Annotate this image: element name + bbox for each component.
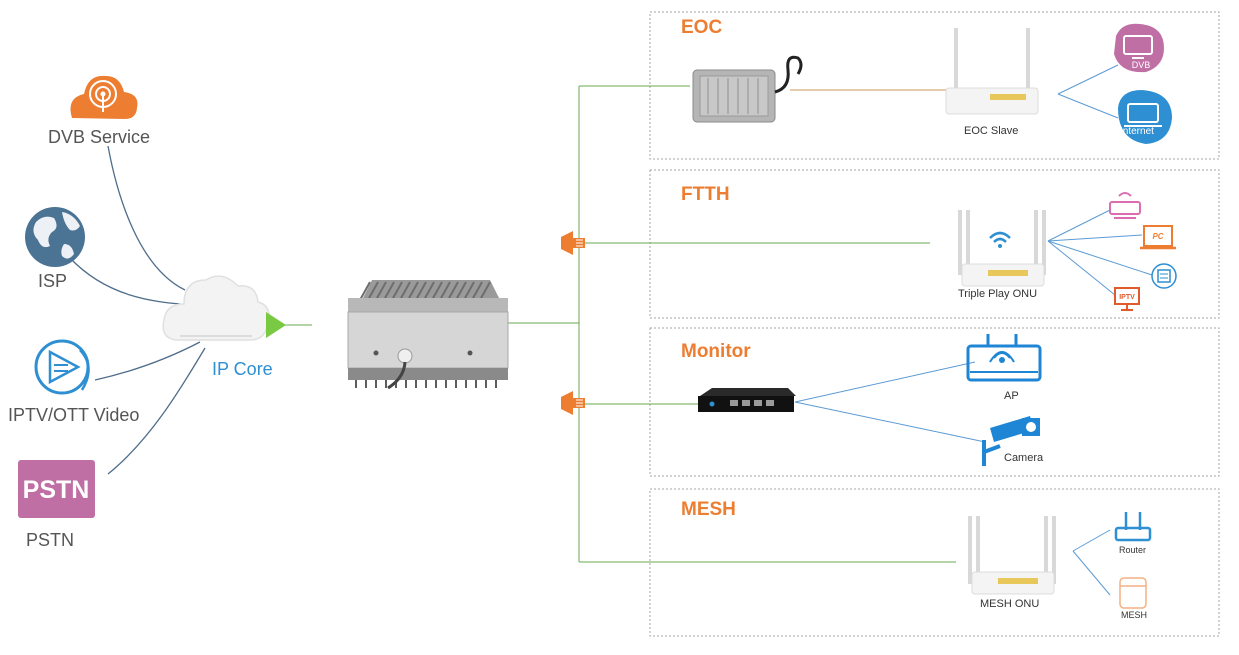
mesh-onu-router (968, 516, 1056, 595)
device-label-triple-play-onu: Triple Play ONU (958, 288, 1038, 300)
optical-node-device (347, 280, 509, 390)
globe-icon (25, 207, 85, 267)
switch-icon (698, 388, 796, 412)
section-title-mesh: MESH (681, 499, 736, 520)
laptop-icon (1140, 225, 1176, 250)
core-label: IP Core (212, 359, 273, 379)
source-label-dvb: DVB Service (48, 127, 151, 147)
eoc-slave-router (945, 28, 1039, 115)
laptop-icon (1118, 90, 1172, 144)
splitter-icon (561, 231, 585, 255)
pstn-badge-icon: PSTN (18, 460, 95, 518)
tv-icon (1114, 287, 1140, 311)
device-label-ap: AP (1004, 390, 1019, 402)
monitor-icon (1114, 23, 1164, 73)
dvb-cloud-icon (70, 75, 138, 119)
device-links (794, 64, 1153, 596)
pstn-badge-text: PSTN (23, 476, 90, 504)
triple-play-onu-router (958, 210, 1046, 287)
access-point-icon (966, 334, 1042, 382)
trunk-lines (284, 85, 956, 563)
source-label-isp: ISP (38, 271, 68, 291)
router-icon (1109, 192, 1141, 219)
device-label-router: Router (1119, 545, 1147, 555)
router-icon (1114, 512, 1152, 542)
section-box-eoc (649, 11, 1220, 160)
section-box-monitor (649, 327, 1220, 477)
device-label-internet: Internet (1120, 126, 1154, 137)
section-title-monitor: Monitor (681, 341, 751, 362)
mesh-node-icon (1119, 577, 1147, 609)
splitter-icon (561, 391, 585, 415)
section-box-ftth (649, 169, 1220, 319)
device-label-mesh-onu: MESH ONU (980, 598, 1040, 610)
section-title-eoc: EOC (681, 17, 723, 38)
source-label-pstn: PSTN (26, 530, 75, 550)
section-box-mesh (649, 488, 1220, 637)
section-title-ftth: FTTH (681, 184, 730, 205)
device-label-pc: PC (1152, 232, 1163, 241)
eoc-master-device (692, 55, 803, 123)
device-label-iptv: IPTV (1119, 294, 1135, 301)
device-label-eoc-slave: EOC Slave (964, 125, 1019, 137)
source-label-iptv: IPTV/OTT Video (8, 405, 140, 425)
ip-core-cloud-icon (162, 275, 270, 341)
direction-arrow-icon (266, 312, 286, 338)
play-video-icon (34, 339, 90, 395)
device-label-dvb: DVB (1132, 60, 1151, 70)
phone-icon (1151, 263, 1177, 289)
device-label-camera: Camera (1004, 452, 1044, 464)
device-label-mesh: MESH (1121, 610, 1148, 620)
camera-icon (982, 416, 1040, 466)
